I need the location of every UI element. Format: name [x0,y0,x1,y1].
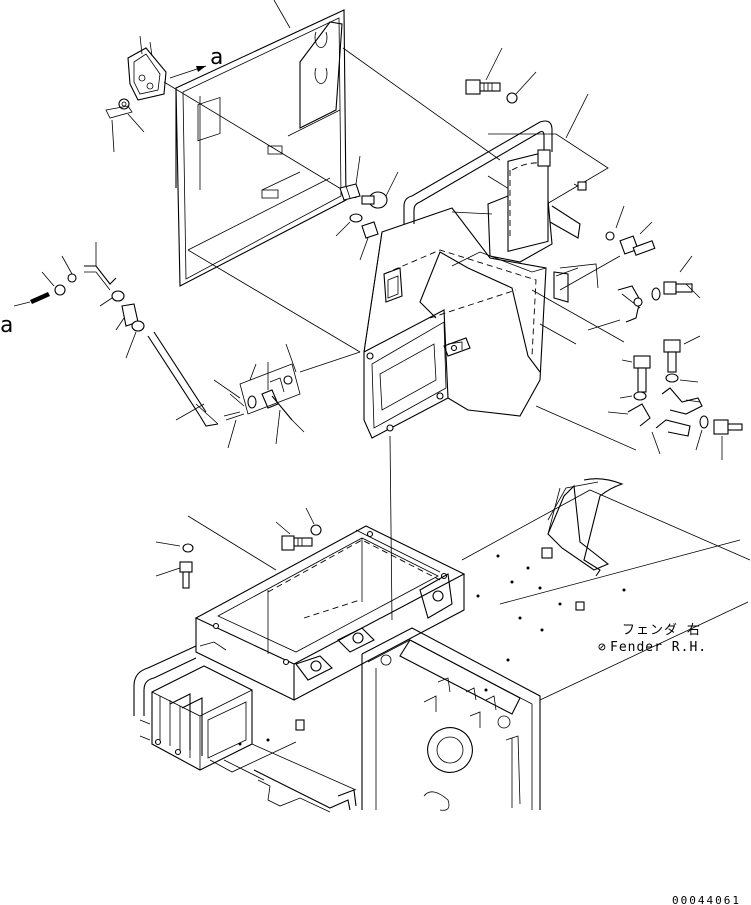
lower-left-bolt [155,541,194,589]
lower-frame [187,515,466,701]
assembly-line [187,249,361,353]
assembly-line [539,323,577,345]
lock-assembly [213,343,361,449]
assembly-line [559,255,621,291]
arrow-to-a-top [169,65,207,79]
fender-label-en: Fender R.H. [610,640,707,655]
bracket-plate [451,133,609,263]
assembly-line [531,289,625,343]
fender-note: フェンダ 右 ⊘ Fender R.H. [598,623,707,655]
battery-case [133,641,357,813]
assembly-line [389,435,393,621]
fender-label-en-prefix: ⊘ [598,640,607,655]
side-plate [361,627,541,811]
deck-plate [461,478,751,701]
ref-a-left: a [0,313,13,338]
assembly-line [163,81,357,199]
washer-pin-set [105,98,145,153]
hinge-bracket [127,35,167,101]
ref-a-top: a [210,45,223,70]
handrail [403,93,589,224]
drawing-number: 00044061 [672,894,741,905]
bolt-right-2 [617,255,701,323]
latch-fastener [335,155,399,261]
assembly-line [587,319,621,331]
assembly-line [342,47,501,161]
cover-panel [175,9,347,287]
bolt-top-right [465,47,537,104]
clip-bracket [553,263,599,303]
bolt-right-1 [605,205,656,256]
lower-mid-bolt [275,507,322,551]
assembly-line [535,405,637,451]
left-fastener-set [13,242,205,421]
bolt-column [607,335,743,460]
fender-label-jp: フェンダ 右 [622,623,701,638]
center-housing [363,207,547,439]
leader-line [273,0,291,29]
lever-rod [147,331,219,427]
